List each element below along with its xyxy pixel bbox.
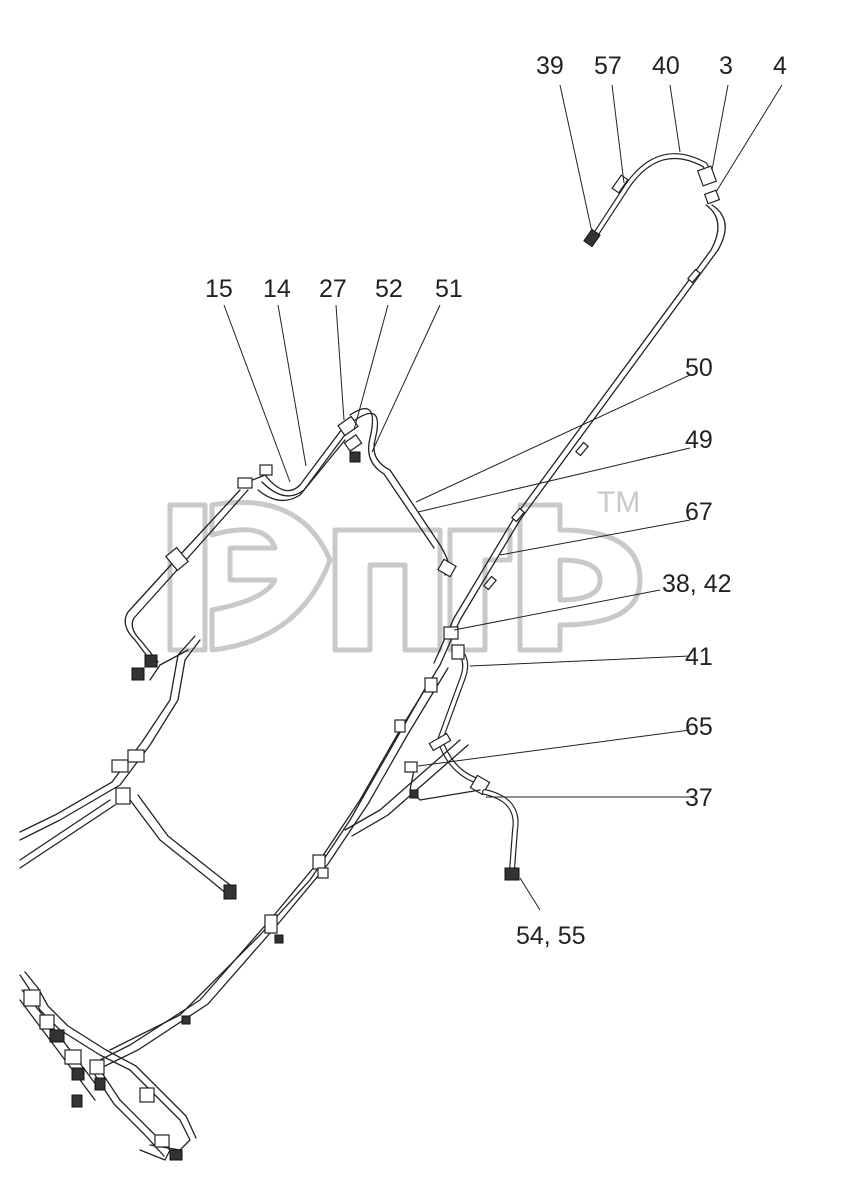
callout-65: 65 xyxy=(685,713,713,741)
hose-drawing xyxy=(19,153,726,1161)
watermark-logo: TM xyxy=(167,486,643,653)
callout-67: 67 xyxy=(685,498,713,526)
callout-39: 39 xyxy=(536,52,564,80)
watermark-tm: TM xyxy=(597,486,640,519)
callout-51: 51 xyxy=(435,275,463,303)
callout-4: 4 xyxy=(773,52,787,80)
callout-3: 3 xyxy=(719,52,733,80)
callout-labels: 39 57 40 3 4 15 14 27 52 51 50 49 67 38,… xyxy=(205,52,787,950)
callout-50: 50 xyxy=(685,354,713,382)
leader-lines xyxy=(223,84,783,911)
callout-40: 40 xyxy=(652,52,680,80)
callout-15: 15 xyxy=(205,275,233,303)
callout-57: 57 xyxy=(594,52,622,80)
callout-14: 14 xyxy=(263,275,291,303)
callout-49: 49 xyxy=(685,426,713,454)
callout-54-55: 54, 55 xyxy=(516,922,586,950)
callout-38-42: 38, 42 xyxy=(662,570,732,598)
callout-52: 52 xyxy=(375,275,403,303)
callout-37: 37 xyxy=(685,784,713,812)
callout-27: 27 xyxy=(319,275,347,303)
callout-41: 41 xyxy=(685,643,713,671)
